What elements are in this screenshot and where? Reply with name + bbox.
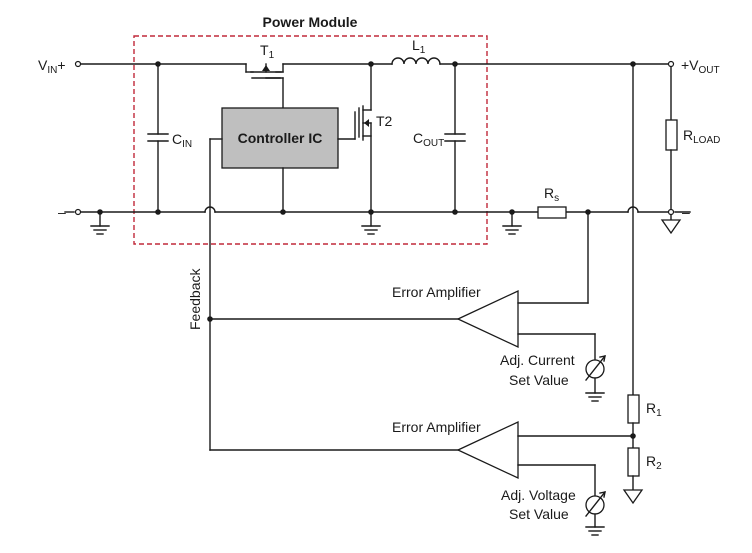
- cout-label: COUT: [413, 130, 444, 149]
- feedback-label: Feedback: [187, 268, 203, 330]
- error-amplifier-voltage-label: Error Amplifier: [392, 419, 481, 435]
- minus-left-label: –: [58, 204, 66, 220]
- vin-label: VIN+: [38, 57, 66, 76]
- power-module-title: Power Module: [263, 14, 358, 30]
- error-amplifier-current-label: Error Amplifier: [392, 284, 481, 300]
- mosfet-t2: [358, 63, 372, 213]
- t1-label: T1: [260, 42, 275, 61]
- error-amplifier-current: [456, 289, 519, 349]
- error-amplifier-voltage: [456, 420, 519, 480]
- adj-current-set-label: Set Value: [509, 372, 569, 388]
- mosfet-t1: [245, 63, 284, 109]
- load-resistor: [665, 66, 678, 210]
- feedback-line: [209, 138, 459, 451]
- rload-label: RLOAD: [683, 127, 720, 146]
- svg-text:VIN+: VIN+: [38, 57, 66, 76]
- input-capacitor: [147, 63, 169, 213]
- minus-right-label: –: [682, 204, 690, 220]
- cin-label: CIN: [172, 131, 192, 150]
- inductor-l1: [391, 57, 441, 65]
- adj-voltage-set-label: Set Value: [509, 506, 569, 522]
- t2-label: T2: [376, 113, 393, 129]
- controller-ic: [221, 107, 339, 169]
- r2-label: R2: [646, 453, 662, 472]
- l1-label: L1: [412, 37, 426, 56]
- voltage-divider: [622, 63, 644, 505]
- voltage-set-potentiometer: [585, 491, 606, 536]
- rs-label: Rs: [544, 185, 559, 204]
- shunt-resistor: [537, 206, 567, 219]
- r1-label: R1: [646, 400, 662, 419]
- output-capacitor: [444, 63, 466, 213]
- ground-symbol-rs: [502, 211, 522, 235]
- vout-label: +VOUT: [681, 57, 720, 76]
- adj-voltage-label: Adj. Voltage: [501, 487, 576, 503]
- ground-symbol-left: [90, 211, 110, 235]
- svg-text:+VOUT: +VOUT: [681, 57, 720, 76]
- junction-dots: [97, 61, 636, 439]
- ground-symbol-cout: [361, 211, 381, 235]
- power-module-boundary: [133, 35, 488, 245]
- controller-ic-label: Controller IC: [238, 130, 323, 146]
- adj-current-label: Adj. Current: [500, 352, 575, 368]
- ground-arrow-load: [660, 214, 682, 235]
- current-set-potentiometer: [585, 355, 606, 402]
- top-rail: [74, 60, 675, 68]
